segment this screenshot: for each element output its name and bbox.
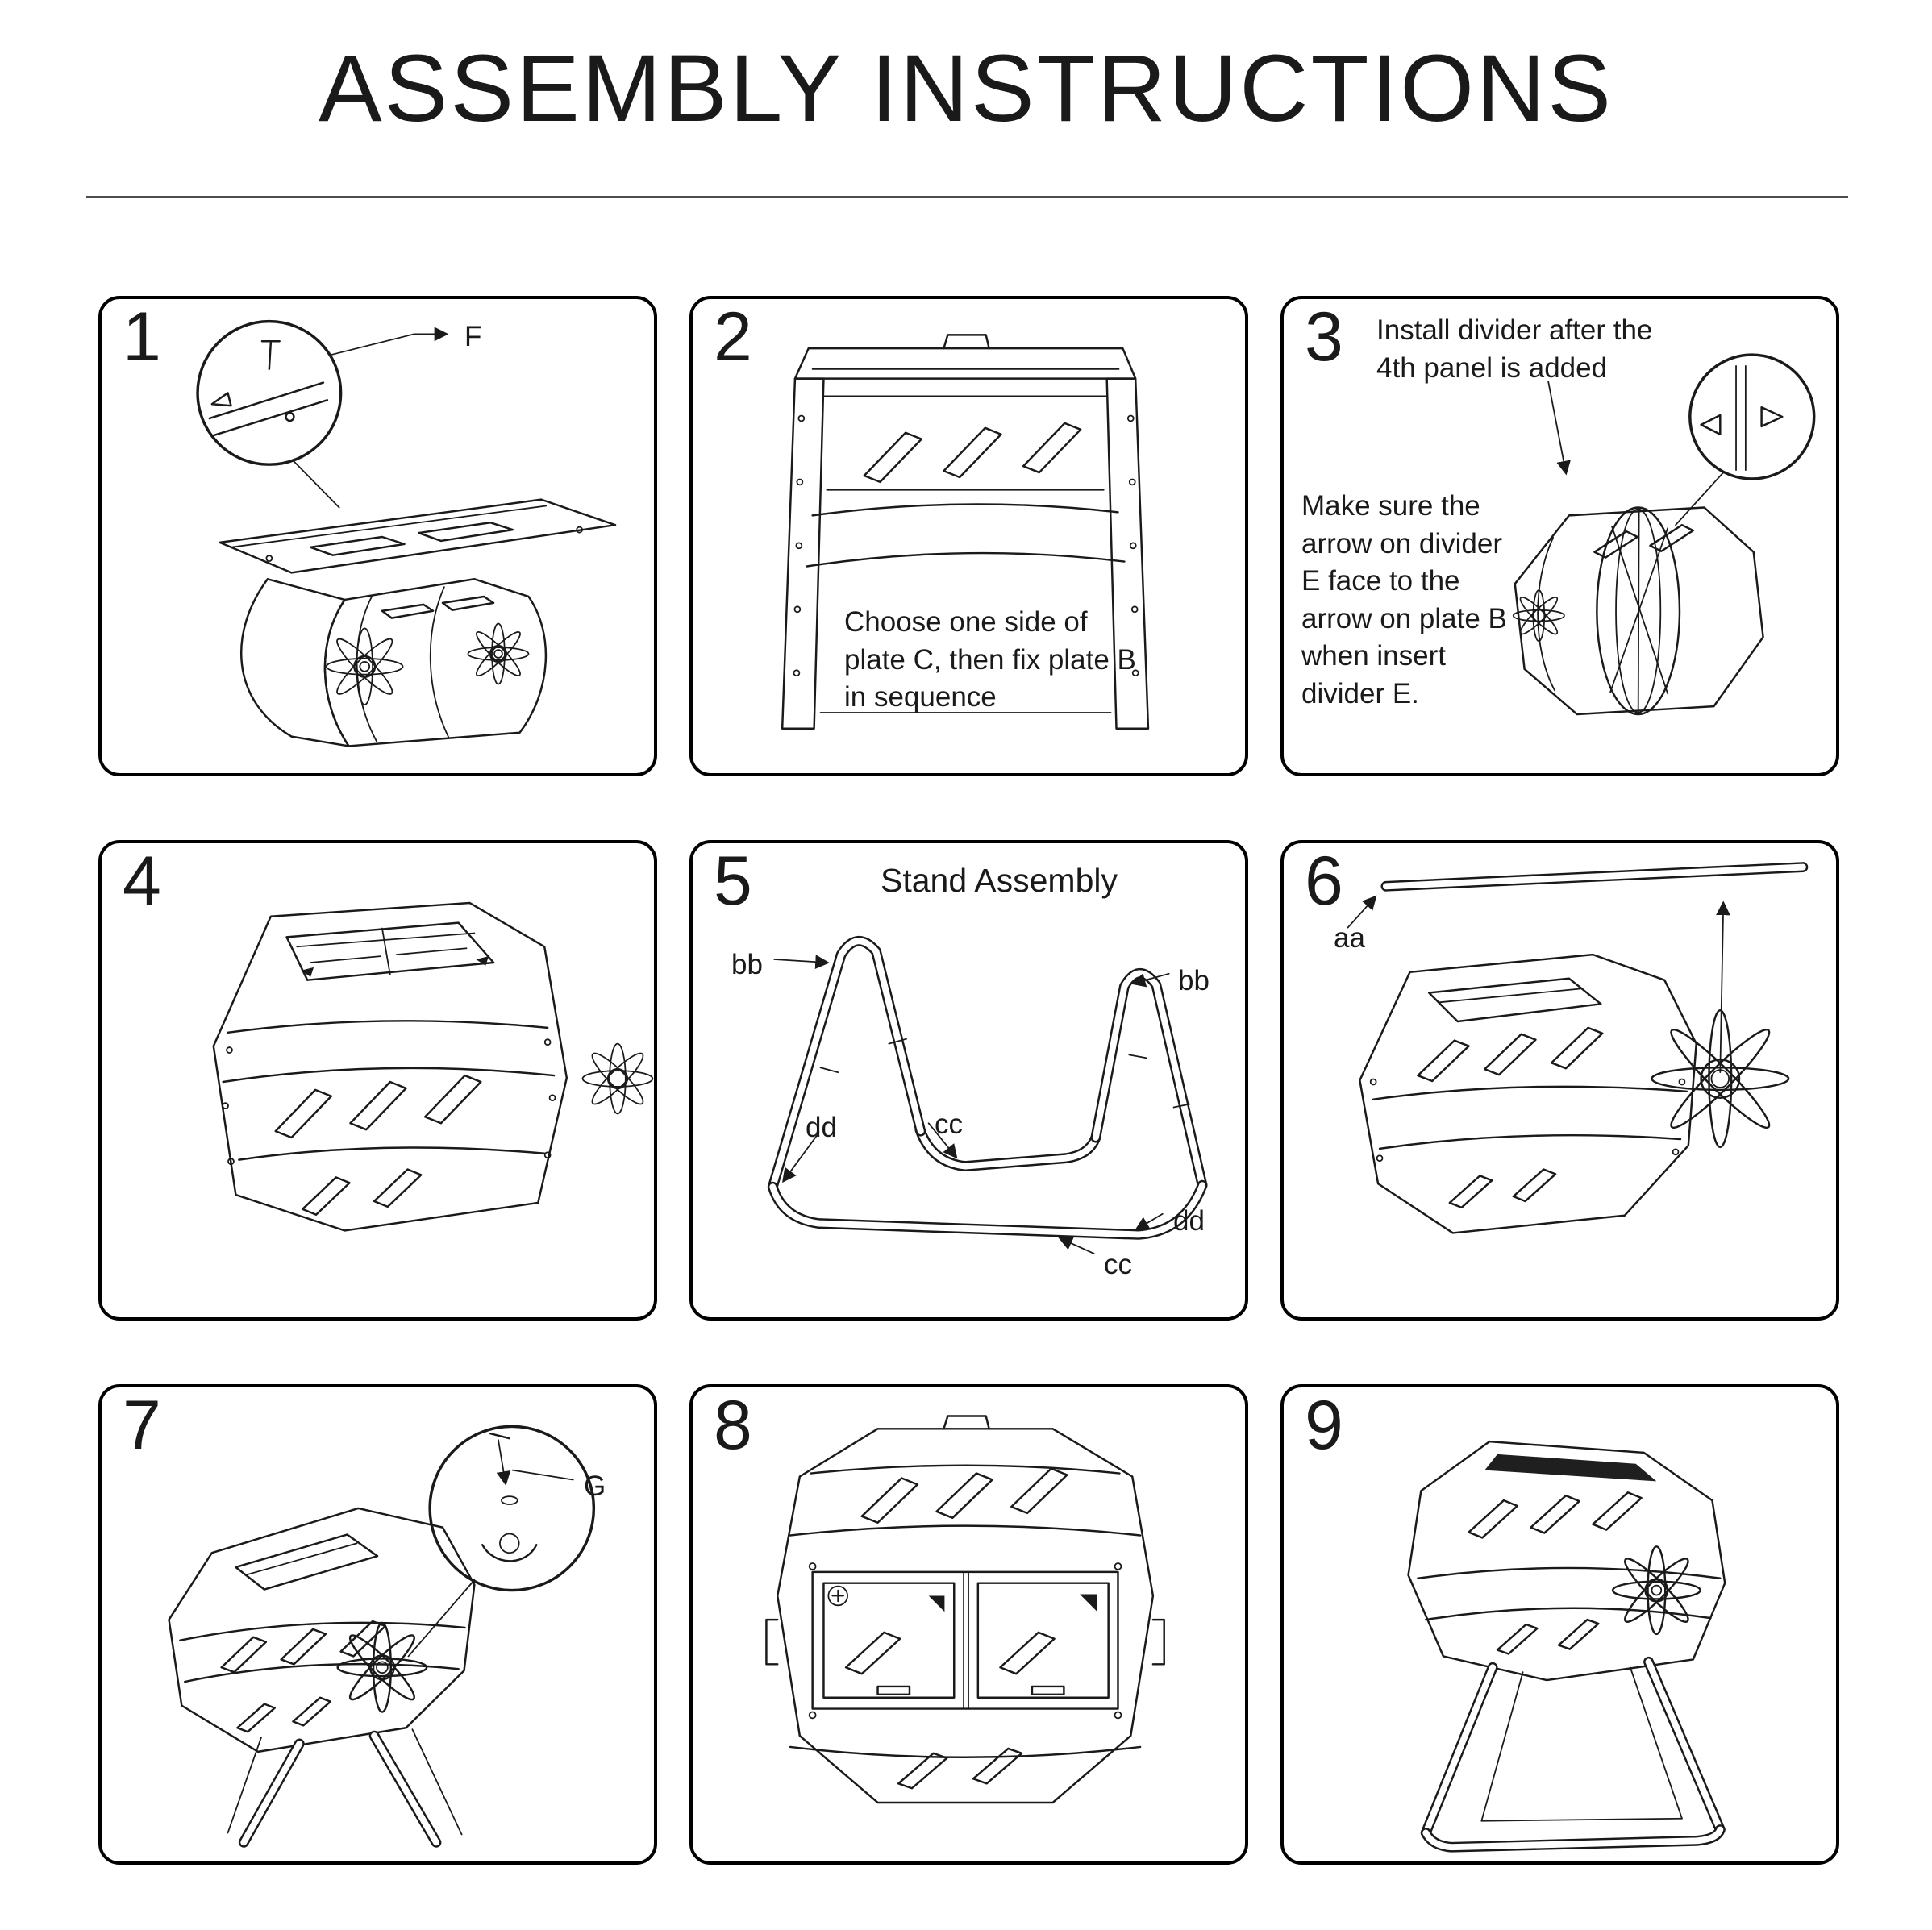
part-label-g: G: [584, 1470, 606, 1502]
aerator-wheel-icon: [467, 622, 530, 685]
step1-lid-screw-drawing: [196, 319, 617, 747]
door-frame: [811, 1570, 1119, 1710]
aerator-wheel-icon: [325, 627, 404, 706]
stand-assembly-title: Stand Assembly: [881, 862, 1118, 899]
step-panel-8: 8: [689, 1384, 1248, 1865]
aerator-wheel-icon: [1512, 589, 1565, 643]
magnifier-circle: [196, 319, 343, 466]
step-number-3: 3: [1305, 298, 1343, 376]
step-number-9: 9: [1305, 1387, 1343, 1464]
aerator-wheel-icon: [581, 1042, 654, 1115]
left-door: [822, 1582, 956, 1699]
step3-divider-insert-drawing: [1512, 353, 1816, 716]
part-label-bb-left: bb: [731, 949, 763, 980]
step-panel-1: 1 F: [98, 296, 657, 776]
part-label-f: F: [464, 321, 482, 352]
step2-note: Choose one side of plate C, then fix pla…: [844, 606, 1136, 713]
magnifier-circle: [428, 1425, 596, 1592]
step5-stand-drawing: [767, 935, 1208, 1254]
title-divider: [86, 196, 1848, 198]
step2-panel-assembly-drawing: [781, 334, 1150, 730]
step-panel-6: 6 aa: [1280, 840, 1839, 1321]
step-panel-2: 2 Choose one side of plate C, then fix p…: [689, 296, 1248, 776]
stand-frame: [1420, 1656, 1726, 1853]
step-panel-3: 3 Install divider after the 4th panel is…: [1280, 296, 1839, 776]
page-title: ASSEMBLY INSTRUCTIONS: [318, 35, 1614, 142]
magnifier-circle: [1688, 353, 1816, 480]
aerator-wheel-icon: [1611, 1545, 1701, 1636]
step6-axle-rod-drawing: [1347, 862, 1809, 1234]
partial-drum: [239, 578, 548, 747]
part-label-bb-right: bb: [1178, 965, 1210, 996]
step-panel-5: 5 Stand Assembly bb bb cc dd dd cc: [689, 840, 1248, 1321]
step7-screw-fastening-drawing: [168, 1425, 596, 1848]
step3-side-note: Make sure the arrow on divider E face to…: [1301, 490, 1507, 709]
step8-doors-drawing: [765, 1415, 1165, 1804]
right-door: [976, 1582, 1110, 1699]
step-number-8: 8: [714, 1387, 752, 1464]
drum-body: [1359, 953, 1697, 1234]
step-number-7: 7: [123, 1387, 161, 1464]
step-panel-9: 9: [1280, 1384, 1839, 1865]
part-label-dd-right: dd: [1173, 1205, 1205, 1237]
step9-finished-composter-drawing: [1407, 1440, 1726, 1853]
lid-panel: [219, 498, 617, 574]
step-number-6: 6: [1305, 842, 1343, 920]
step-number-1: 1: [123, 298, 161, 376]
step-number-2: 2: [714, 298, 752, 376]
step-number-4: 4: [123, 842, 161, 920]
aerator-wheel-icon: [336, 1621, 428, 1713]
divider-plate: [1596, 506, 1681, 716]
step-panel-4: 4: [98, 840, 657, 1321]
step3-top-note: Install divider after the 4th panel is a…: [1376, 314, 1653, 384]
drum-body: [168, 1507, 476, 1753]
part-label-cc-top: cc: [935, 1109, 963, 1140]
step4-drum-body-drawing: [212, 901, 654, 1232]
part-label-cc-bottom: cc: [1104, 1249, 1132, 1280]
part-label-aa: aa: [1334, 922, 1365, 954]
step-panel-7: 7 G: [98, 1384, 657, 1865]
step-number-5: 5: [714, 842, 752, 920]
aerator-wheel-icon: [1651, 1009, 1790, 1149]
drum-body: [1407, 1440, 1726, 1682]
part-label-dd-left: dd: [806, 1112, 837, 1143]
